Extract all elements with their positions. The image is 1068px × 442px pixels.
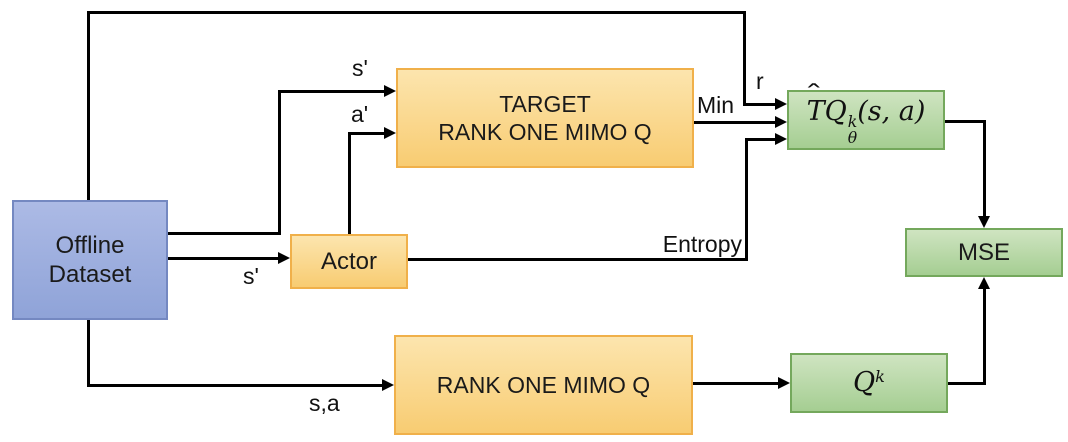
edge-rank-qk-h [693, 381, 781, 385]
edge-dataset-actor-h [168, 256, 282, 260]
edge-dataset-sprime-h [168, 231, 280, 235]
edge-dataset-bottom-v [86, 320, 90, 387]
edge-entropy-in-h [744, 137, 780, 141]
edge-qk-mse-v [982, 287, 986, 383]
qk-block: Qk [790, 353, 948, 413]
mse-label: MSE [957, 238, 1010, 266]
offline-dataset-label-line2: Dataset [48, 261, 132, 288]
edge-reward-v [742, 10, 746, 106]
target-q-label-line2: RANK ONE MIMO Q [438, 119, 652, 145]
edge-dataset-top-v [86, 11, 90, 201]
arrowhead-sprime-icon [384, 85, 396, 97]
arrowhead-mse-top-icon [978, 216, 990, 228]
edge-bellman-out-h [945, 119, 986, 123]
edge-state-action-h [86, 383, 385, 387]
mse-block: MSE [905, 228, 1063, 277]
offline-dataset-label-line1: Offline [55, 231, 125, 259]
arrowhead-entropy-icon [775, 133, 787, 145]
offline-dataset-block: Offline Dataset [12, 200, 168, 320]
edge-bellman-mse-v [982, 119, 986, 220]
arrowhead-state-action-icon [382, 379, 394, 391]
arrowhead-reward-icon [775, 98, 787, 110]
label-min: Min [697, 92, 735, 118]
edge-reward-h [742, 102, 780, 106]
label-s-prime-actor: s' [243, 263, 259, 289]
edge-aprime-h [347, 131, 389, 135]
target-q-label-line1: TARGET [499, 90, 591, 117]
actor-block: Actor [290, 234, 408, 289]
rank-one-mimo-q-block: RANK ONE MIMO Q [394, 335, 693, 435]
arrowhead-actor-icon [278, 252, 290, 264]
edge-qk-out-h [948, 381, 986, 385]
qk-formula: Qk [853, 366, 885, 398]
arrowhead-mse-bottom-icon [978, 277, 990, 289]
label-entropy: Entropy [662, 231, 742, 257]
arrowhead-qk-icon [778, 377, 790, 389]
edge-sprime-v [277, 89, 281, 235]
label-reward: r [756, 68, 764, 94]
actor-label: Actor [320, 247, 377, 275]
target-rank-one-mimo-q-block: TARGET RANK ONE MIMO Q [396, 68, 694, 168]
edge-top-h [86, 10, 746, 14]
label-state-action: s,a [309, 390, 340, 416]
edge-sprime-h [277, 89, 389, 93]
edge-entropy-h [408, 257, 748, 261]
arrowhead-aprime-icon [384, 127, 396, 139]
edge-aprime-v [347, 131, 351, 236]
arrowhead-min-icon [775, 116, 787, 128]
edge-min-h [694, 120, 779, 124]
label-a-prime: a' [351, 101, 369, 127]
label-s-prime-target: s' [352, 55, 368, 81]
rank-one-mimo-q-label: RANK ONE MIMO Q [436, 371, 651, 398]
edge-entropy-v [744, 137, 748, 260]
